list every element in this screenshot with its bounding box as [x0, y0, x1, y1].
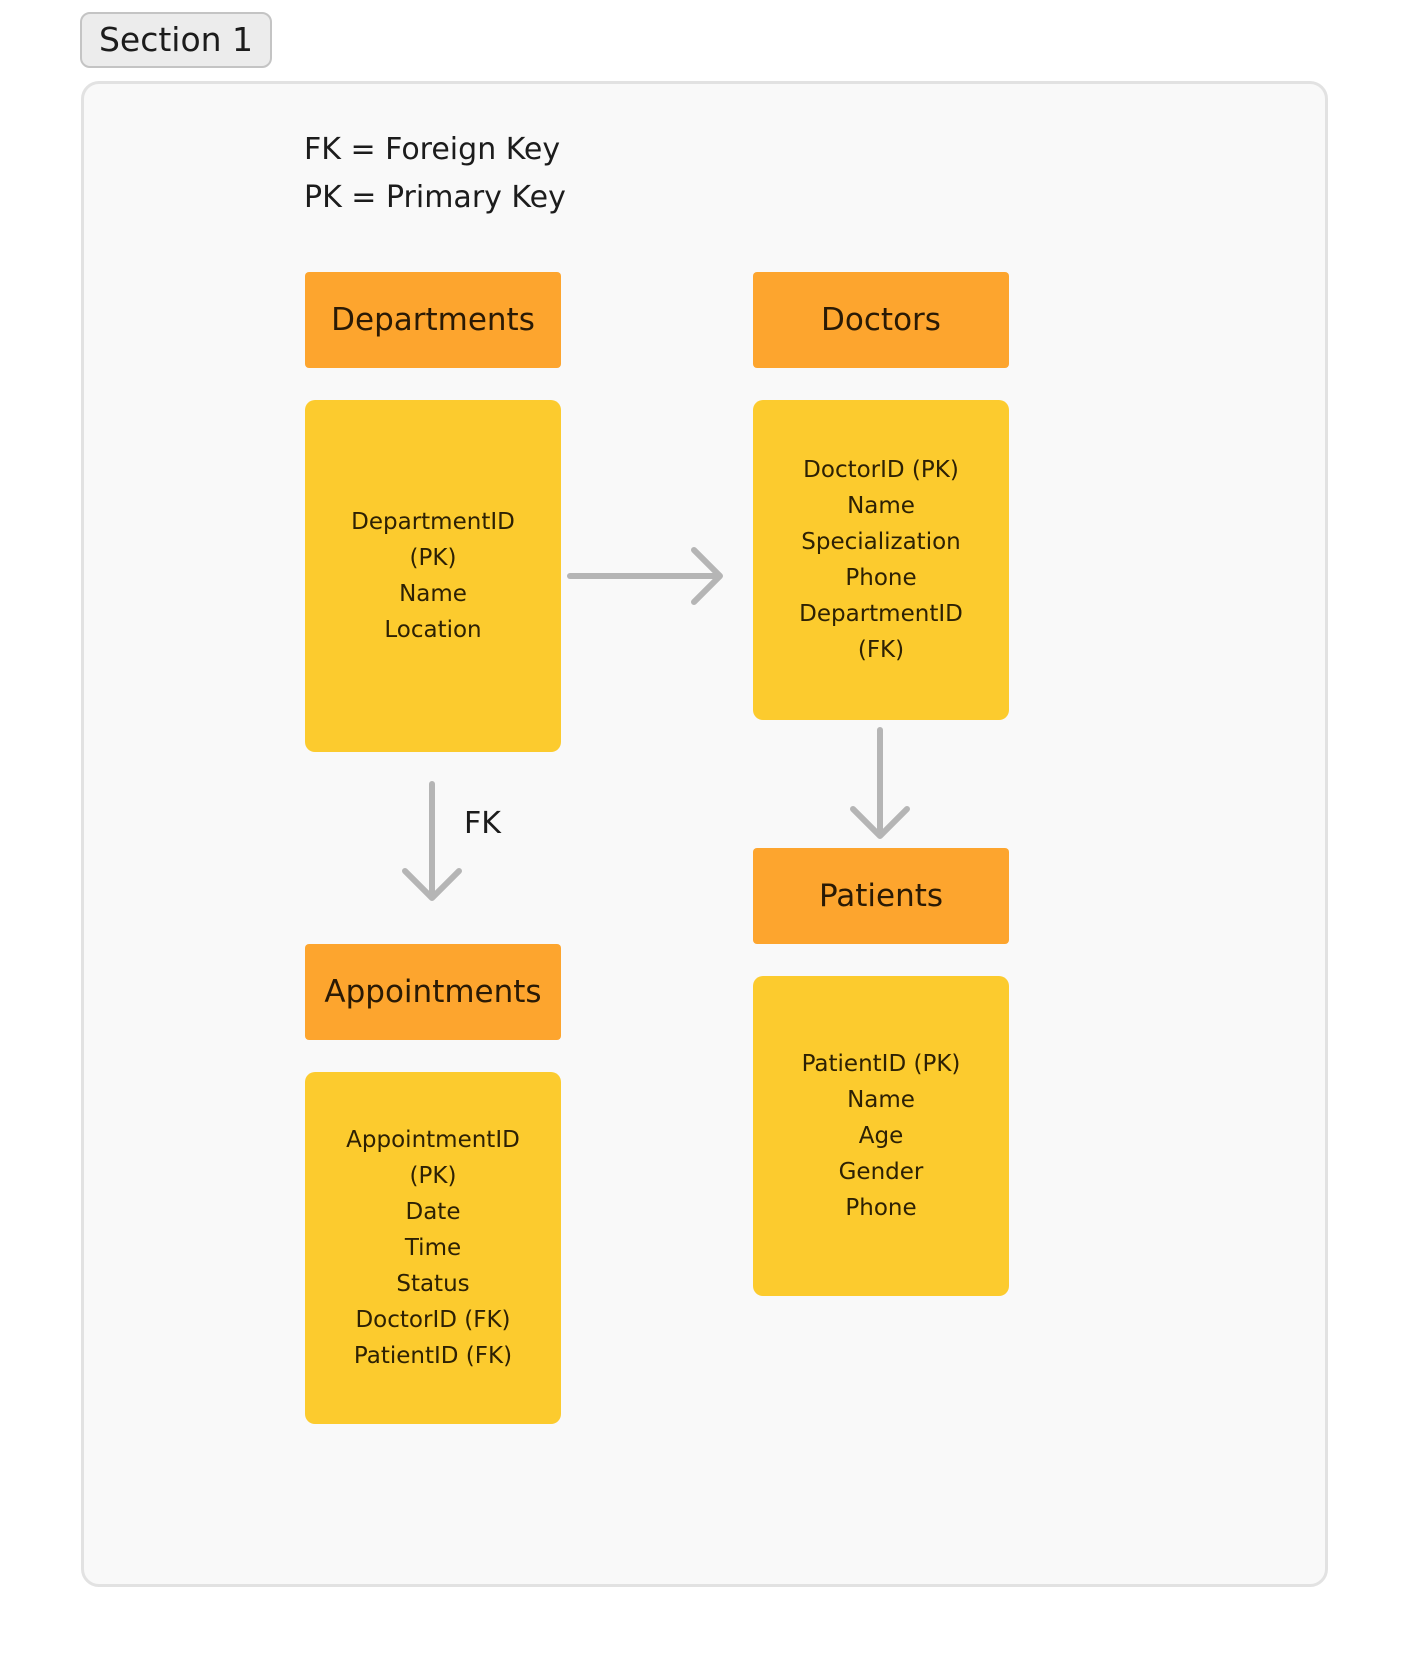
field-age: Age	[858, 1123, 904, 1149]
departments-header[interactable]: Departments	[305, 272, 561, 368]
field-phone: Phone	[845, 1195, 917, 1221]
arrow-departments-to-appointments[interactable]	[402, 781, 462, 901]
legend-foreign-key: FK = Foreign Key	[304, 132, 561, 167]
patients-fields[interactable]: PatientID (PK) Name Age Gender Phone	[753, 976, 1009, 1296]
section-frame	[81, 81, 1328, 1587]
field-department-id-fk: DepartmentID (FK)	[799, 601, 963, 663]
field-gender: Gender	[838, 1159, 924, 1185]
appointments-fields[interactable]: AppointmentID (PK) Date Time Status Doct…	[305, 1072, 561, 1424]
field-doctor-id-fk: DoctorID (FK)	[355, 1307, 511, 1333]
field-specialization: Specialization	[801, 529, 961, 555]
field-phone: Phone	[845, 565, 917, 591]
section-label[interactable]: Section 1	[80, 12, 272, 68]
doctors-header[interactable]: Doctors	[753, 272, 1009, 368]
field-patient-id-fk: PatientID (FK)	[353, 1343, 513, 1369]
doctors-fields[interactable]: DoctorID (PK) Name Specialization Phone …	[753, 400, 1009, 720]
appointments-header[interactable]: Appointments	[305, 944, 561, 1040]
departments-fields[interactable]: DepartmentID (PK) Name Location	[305, 400, 561, 752]
field-location: Location	[384, 617, 482, 643]
connector-label-fk: FK	[464, 806, 501, 841]
field-name: Name	[847, 493, 915, 519]
field-status: Status	[396, 1271, 470, 1297]
field-patient-id: PatientID (PK)	[801, 1051, 961, 1077]
field-appointment-id: AppointmentID (PK)	[346, 1127, 520, 1189]
patients-header[interactable]: Patients	[753, 848, 1009, 944]
legend-primary-key: PK = Primary Key	[304, 180, 566, 215]
field-department-id: DepartmentID (PK)	[351, 509, 515, 571]
field-date: Date	[405, 1199, 461, 1225]
field-name: Name	[847, 1087, 915, 1113]
arrow-departments-to-doctors[interactable]	[567, 547, 723, 605]
arrow-doctors-to-patients[interactable]	[850, 727, 910, 839]
field-time: Time	[404, 1235, 462, 1261]
field-name: Name	[399, 581, 467, 607]
field-doctor-id: DoctorID (PK)	[803, 457, 959, 483]
